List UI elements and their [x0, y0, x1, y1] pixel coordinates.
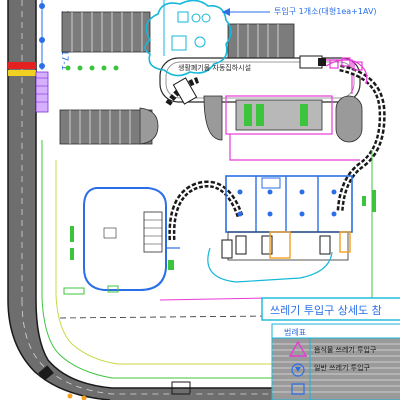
crosswalk-hatch [35, 71, 49, 113]
survey-markers [39, 0, 45, 70]
dashed-line [59, 315, 271, 319]
legend-item-1: 음식물 쓰레기 투입구 [314, 345, 377, 354]
left-building-outline [83, 187, 167, 291]
stair-block [143, 211, 163, 253]
magenta-conveyor [325, 57, 368, 85]
building-inner [165, 61, 355, 99]
section-title: 쓰레기 투입구 상세도 참 [270, 304, 382, 317]
facility-label: 생활폐기물 자동집하시설 [178, 63, 251, 72]
road-markers [38, 365, 191, 401]
legend-square-icon [291, 383, 305, 395]
legend-body [271, 337, 400, 401]
island-left [139, 107, 159, 145]
bay-parking [221, 231, 351, 261]
left-building [83, 187, 180, 291]
bays-outline [225, 175, 353, 233]
legend-circle-icon [291, 363, 305, 377]
legend-triangle-icon [288, 340, 308, 357]
tree-markers [65, 65, 119, 71]
vehicle-left [172, 77, 198, 105]
cyan-loop [207, 247, 333, 283]
green-boundary [41, 140, 400, 379]
cyan-cloud [144, 0, 232, 77]
road-stripe-red [8, 62, 36, 69]
road-edge-outer [7, 0, 111, 401]
legend-item-2: 일반 쓰레기 투입구 [314, 363, 371, 372]
vehicle-top-right [299, 55, 326, 69]
legend: 범례표 음식물 쓰레기 투입구 일반 쓰레기 투입구 [271, 323, 400, 401]
road-stripe-yellow [8, 70, 36, 76]
island-right [335, 95, 363, 143]
pipeline-inner-white [170, 67, 384, 241]
callout-text: 투입구 1개소(대형1ea+1AV) [274, 6, 377, 16]
parking-row-right [227, 23, 295, 61]
corner-label-mid: 2B17-1 [59, 38, 69, 70]
callout [222, 8, 270, 16]
legend-title: 범례표 [284, 327, 306, 337]
main-road [7, 0, 400, 401]
parking-row-top [61, 11, 151, 53]
collection-bays [225, 175, 353, 233]
road-edge-inner [35, 0, 400, 389]
green-posts [63, 110, 376, 295]
parking-row-middle [59, 109, 153, 145]
magenta-line [159, 297, 271, 301]
section-title-box [261, 297, 400, 321]
island-mid [203, 95, 223, 141]
